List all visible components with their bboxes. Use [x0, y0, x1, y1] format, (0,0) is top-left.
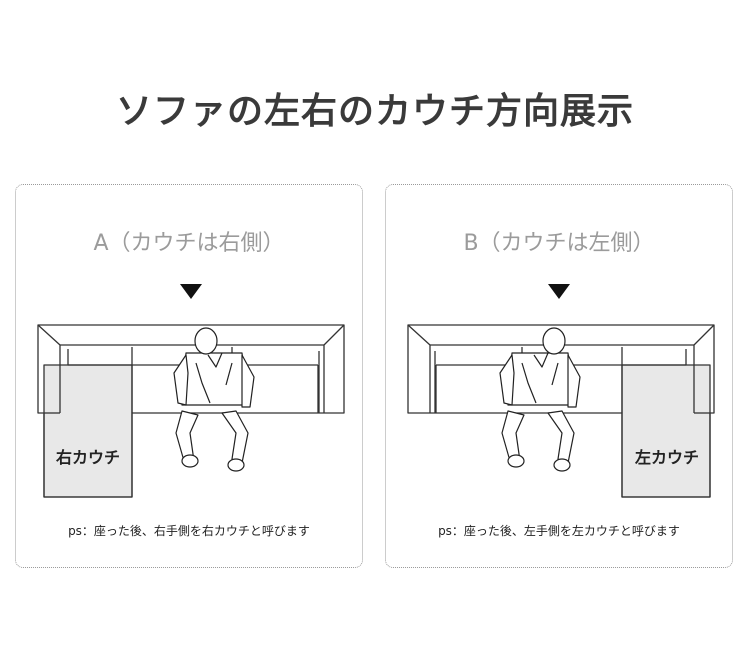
sofa-diagram-b	[407, 324, 715, 498]
panel-a-note: ps：座った後、右手側を右カウチと呼びます	[68, 524, 310, 538]
couch-label-right: 右カウチ	[56, 448, 121, 467]
panel-b-heading: B（カウチは左側）	[463, 231, 655, 256]
couch-highlight-b	[621, 364, 711, 498]
panel-b-note: ps：座った後、左手側を左カウチと呼びます	[438, 524, 680, 538]
page-title: ソファの左右のカウチ方向展示	[115, 91, 634, 132]
couch-highlight-a	[43, 364, 133, 498]
diagram-panel-b: B（カウチは左側）	[385, 184, 733, 568]
sofa-diagram-a	[37, 324, 345, 498]
diagram-panel-a: A（カウチは右側）	[15, 184, 363, 568]
couch-label-left: 左カウチ	[635, 448, 700, 467]
viewer-direction-marker-icon	[180, 284, 202, 299]
panel-a-heading: A（カウチは右側）	[93, 231, 285, 256]
viewer-direction-marker-icon	[548, 284, 570, 299]
